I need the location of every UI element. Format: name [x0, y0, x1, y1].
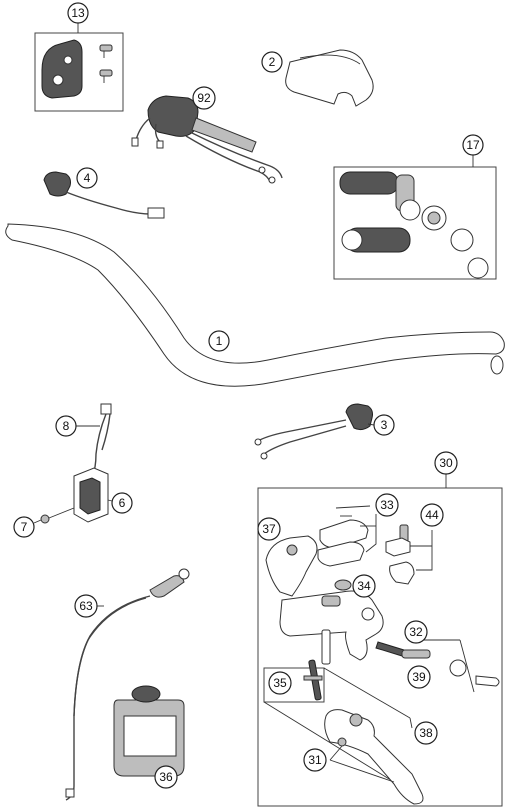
callout-30-label: 30	[439, 456, 453, 470]
callout-31-label: 31	[308, 753, 322, 767]
callout-34: 34	[352, 574, 376, 598]
part-35-adjuster-set	[263, 629, 411, 783]
part-39-seal-kit	[449, 659, 500, 687]
callout-63-label: 63	[79, 599, 93, 613]
part-32-piston	[375, 639, 475, 693]
callout-13: 13	[67, 2, 89, 24]
part-44-clamp	[385, 524, 433, 585]
callout-17-label: 17	[466, 138, 480, 152]
callout-7: 7	[13, 516, 35, 538]
callout-37-label: 37	[262, 522, 276, 536]
callout-7-label: 7	[21, 520, 28, 534]
callout-33-label: 33	[380, 498, 394, 512]
part-37-lever-guard	[265, 535, 318, 597]
callout-32-label: 32	[409, 625, 423, 639]
master-cylinder-body	[279, 590, 384, 661]
callout-13-label: 13	[71, 6, 85, 20]
part-6-bracket	[73, 467, 117, 523]
callout-1-label: 1	[216, 334, 223, 348]
callout-33: 33	[375, 493, 399, 517]
part-1-handlebar	[5, 223, 505, 387]
part-7-screw	[33, 507, 75, 524]
callout-39: 39	[407, 665, 431, 689]
callout-35-label: 35	[273, 676, 287, 690]
part-13-switch-assembly	[34, 22, 124, 112]
callout-4-label: 4	[84, 171, 91, 185]
callout-44-label: 44	[425, 508, 439, 522]
callout-36: 36	[154, 765, 178, 789]
callout-1: 1	[208, 330, 230, 352]
callout-32: 32	[404, 620, 428, 644]
callout-35: 35	[268, 671, 292, 695]
callout-31: 31	[303, 748, 327, 772]
callout-3-label: 3	[381, 418, 388, 432]
callout-39-label: 39	[412, 670, 426, 684]
callout-3: 3	[373, 414, 395, 436]
part-31-pivot-bolt	[329, 737, 395, 783]
callout-63: 63	[74, 594, 98, 618]
part-92-throttle-assembly	[131, 95, 283, 184]
part-17-grip-set	[333, 155, 497, 280]
callout-17: 17	[462, 134, 484, 156]
callout-92: 92	[192, 86, 216, 110]
part-38-lever	[324, 709, 424, 805]
callout-38-label: 38	[419, 726, 433, 740]
callout-2: 2	[261, 51, 283, 73]
part-4-kill-switch	[43, 171, 165, 219]
callout-6: 6	[111, 492, 133, 514]
part-36-brake-fluid	[113, 685, 185, 777]
part-34-cap	[334, 579, 352, 591]
callout-6-label: 6	[119, 496, 126, 510]
part-2-handlebar-pad	[285, 49, 374, 107]
part-63-brake-hose	[65, 568, 190, 801]
callout-38: 38	[414, 721, 438, 745]
callout-4: 4	[76, 167, 98, 189]
part-8-cable-connector	[76, 403, 112, 479]
part-30-master-cylinder-assembly	[257, 474, 503, 807]
callout-37: 37	[257, 517, 281, 541]
callout-30: 30	[434, 451, 458, 475]
callout-36-label: 36	[159, 770, 173, 784]
callout-34-label: 34	[357, 579, 371, 593]
callout-2-label: 2	[269, 55, 276, 69]
callout-8-label: 8	[63, 419, 70, 433]
callout-92-label: 92	[197, 91, 211, 105]
part-3-switch	[254, 403, 375, 460]
callout-8: 8	[55, 415, 77, 437]
callout-44: 44	[420, 503, 444, 527]
part-33-reservoir-cover	[317, 505, 377, 567]
